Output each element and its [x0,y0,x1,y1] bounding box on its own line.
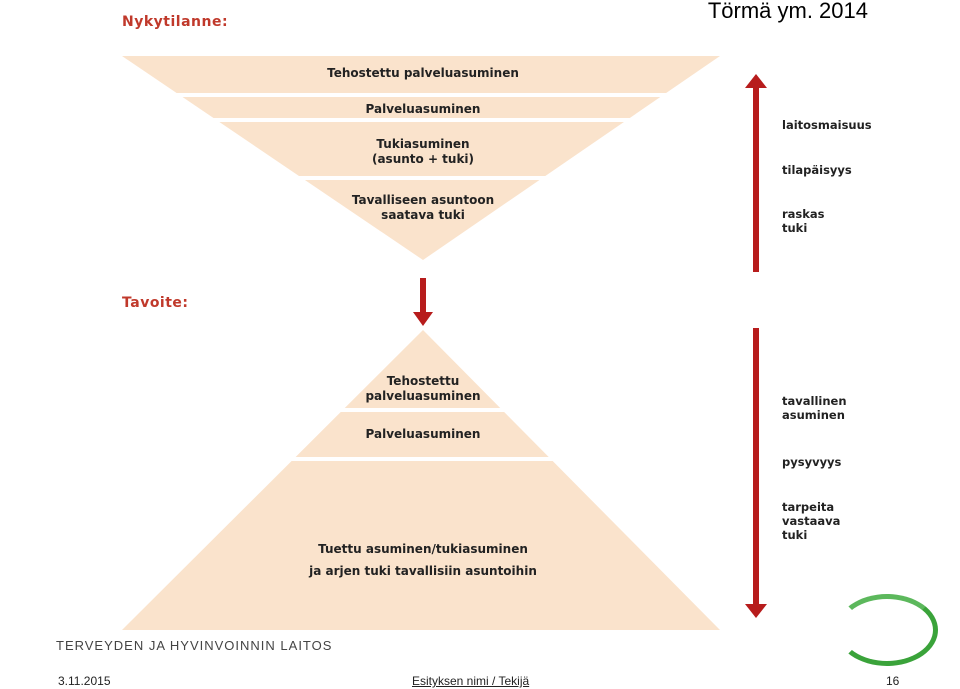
goal-title: Tavoite: [122,295,189,311]
diagram [122,56,767,630]
current-tier-3: Tukiasuminen (asunto + tuki) [371,137,475,166]
current-tier-2: Palveluasuminen [365,102,481,116]
up-arrow-icon [745,74,767,88]
current-tier-4: Tavalliseen asuntoon saatava tuki [351,193,495,222]
current-tier-1: Tehostettu palveluasuminen [327,66,519,80]
side-label-temporary: tilapäisyys [782,163,852,177]
side-label-permanence: pysyvyys [782,455,842,469]
side-label-needs-based-support: tarpeita vastaava tuki [782,500,841,542]
down-arrow-right-icon [745,604,767,618]
side-label-ordinary-living: tavallinen asuminen [782,394,847,422]
inverted-pyramid [122,56,720,260]
organization-name: TERVEYDEN JA HYVINVOINNIN LAITOS [56,638,333,653]
figure-card: Nykytilanne: Tavoite: Tehostettu palvelu… [100,0,872,637]
goal-tier-3: Tuettu asuminen/tukiasuminen ja arjen tu… [309,542,537,578]
side-label-institutional: laitosmaisuus [782,118,872,132]
goal-tier-2: Palveluasuminen [365,427,481,441]
logo-icon [836,594,938,666]
goal-tier-1: Tehostettu palveluasuminen [365,374,481,403]
footer-page-number: 16 [886,674,900,688]
upright-pyramid [122,330,720,630]
footer-presentation: Esityksen nimi / Tekijä [412,674,530,688]
source-attribution: Törmä ym. 2014 [707,0,868,23]
down-arrow-icon [413,312,433,326]
side-label-heavy-support: raskas tuki [782,207,825,235]
footer-date: 3.11.2015 [58,674,111,688]
current-title: Nykytilanne: [122,14,229,30]
